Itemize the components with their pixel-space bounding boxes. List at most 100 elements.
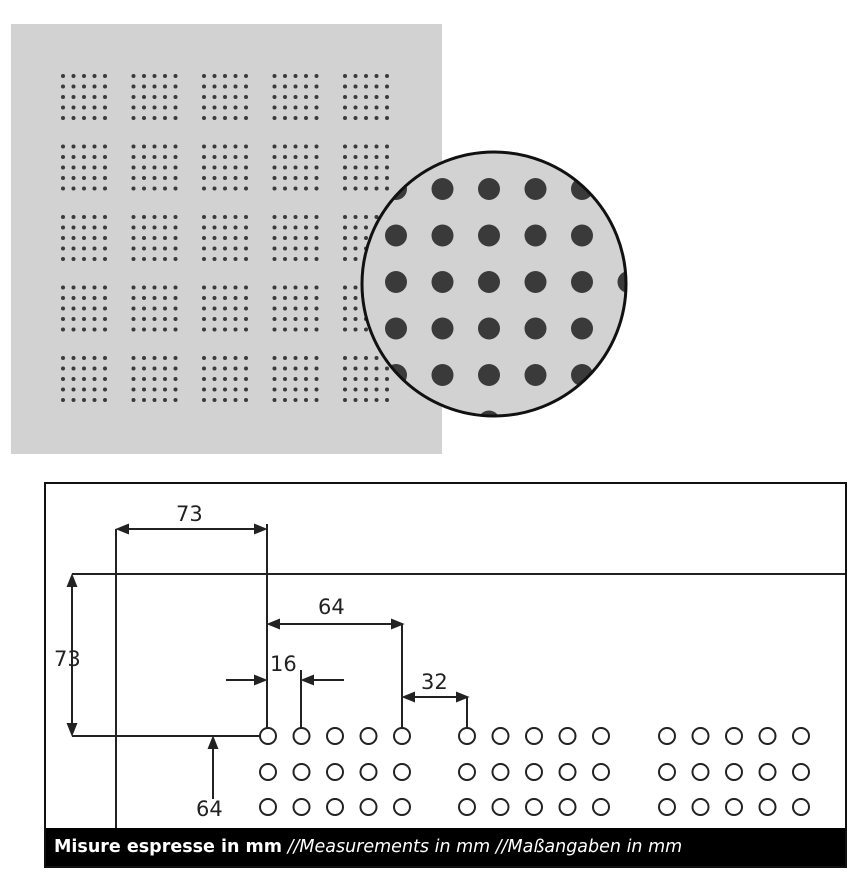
panel-hole <box>202 398 206 402</box>
panel-hole <box>283 74 287 78</box>
panel-hole <box>343 186 347 191</box>
panel-hole <box>71 165 76 170</box>
panel-hole <box>343 215 347 219</box>
panel-hole <box>233 387 238 392</box>
panel-hole <box>212 285 217 290</box>
panel-hole <box>163 144 167 149</box>
panel-hole <box>61 225 65 230</box>
panel-hole <box>202 155 206 159</box>
drawing-hole <box>658 727 676 745</box>
panel-hole <box>304 377 308 381</box>
panel-hole <box>293 105 298 110</box>
magnified-hole <box>524 178 547 200</box>
panel-hole <box>163 105 167 110</box>
panel-hole <box>103 95 107 99</box>
drawing-hole <box>458 727 476 745</box>
panel-hole <box>244 398 248 402</box>
panel-hole <box>343 176 347 180</box>
panel-hole <box>233 306 238 311</box>
panel-hole <box>131 356 136 360</box>
panel-hole <box>385 366 389 371</box>
panel-hole <box>131 165 136 170</box>
panel-hole <box>244 74 248 78</box>
panel-hole <box>152 176 157 180</box>
panel-hole <box>61 95 65 99</box>
magnified-hole <box>478 410 500 416</box>
magnified-hole <box>385 224 407 247</box>
panel-hole <box>293 144 298 149</box>
panel-hole <box>142 246 146 251</box>
magnified-hole <box>339 271 361 293</box>
magnified-hole <box>524 410 547 416</box>
panel-hole <box>223 306 227 311</box>
panel-hole <box>233 95 238 99</box>
panel-hole <box>61 84 65 89</box>
magnified-hole <box>571 178 593 200</box>
panel-hole <box>71 116 76 120</box>
dim-32-label: 32 <box>421 670 448 694</box>
panel-hole <box>103 215 107 219</box>
panel-hole <box>374 215 379 219</box>
panel-hole <box>212 377 217 381</box>
panel-hole <box>272 186 277 191</box>
panel-hole <box>202 317 206 321</box>
panel-hole <box>173 356 178 360</box>
magnified-hole <box>524 224 547 247</box>
panel-hole <box>272 387 277 392</box>
panel-hole <box>131 257 136 261</box>
panel-hole <box>304 215 308 219</box>
panel-hole <box>374 377 379 381</box>
panel-hole <box>314 186 319 191</box>
panel-hole <box>314 398 319 402</box>
panel-hole <box>233 165 238 170</box>
panel-hole <box>293 257 298 261</box>
panel-hole <box>343 366 347 371</box>
panel-hole <box>304 356 308 360</box>
panel-hole <box>244 327 248 332</box>
panel-hole <box>131 215 136 219</box>
panel-hole <box>283 84 287 89</box>
panel-hole <box>163 236 167 240</box>
panel-hole <box>385 176 389 180</box>
panel-hole <box>283 246 287 251</box>
drawing-hole <box>393 763 411 781</box>
panel-hole <box>173 296 178 300</box>
panel-hole <box>385 398 389 402</box>
panel-hole <box>131 144 136 149</box>
panel-hole <box>103 84 107 89</box>
panel-hole <box>212 246 217 251</box>
panel-hole <box>283 306 287 311</box>
panel-hole <box>272 246 277 251</box>
panel-hole <box>385 155 389 159</box>
magnified-hole <box>571 317 593 340</box>
panel-hole <box>103 165 107 170</box>
panel-hole <box>163 246 167 251</box>
panel-hole <box>314 74 319 78</box>
panel-hole <box>202 95 206 99</box>
panel-hole <box>233 155 238 159</box>
panel-hole <box>343 317 347 321</box>
panel-hole <box>244 356 248 360</box>
panel-hole <box>61 176 65 180</box>
magnified-hole <box>617 271 626 293</box>
panel-hole <box>142 176 146 180</box>
panel-hole <box>353 95 358 99</box>
dim-73v-arrow-bottom <box>66 723 78 737</box>
panel-hole <box>343 95 347 99</box>
panel-hole <box>163 377 167 381</box>
panel-hole <box>202 257 206 261</box>
panel-hole <box>61 387 65 392</box>
magnified-hole <box>478 364 500 386</box>
panel-hole <box>142 144 146 149</box>
panel-hole <box>142 377 146 381</box>
panel-hole <box>244 377 248 381</box>
panel-hole <box>212 366 217 371</box>
panel-hole <box>71 246 76 251</box>
panel-hole <box>142 165 146 170</box>
panel-hole <box>142 95 146 99</box>
panel-hole <box>314 225 319 230</box>
panel-hole <box>142 84 146 89</box>
magnified-hole <box>571 410 593 416</box>
drawing-hole <box>592 727 610 745</box>
panel-hole <box>283 215 287 219</box>
